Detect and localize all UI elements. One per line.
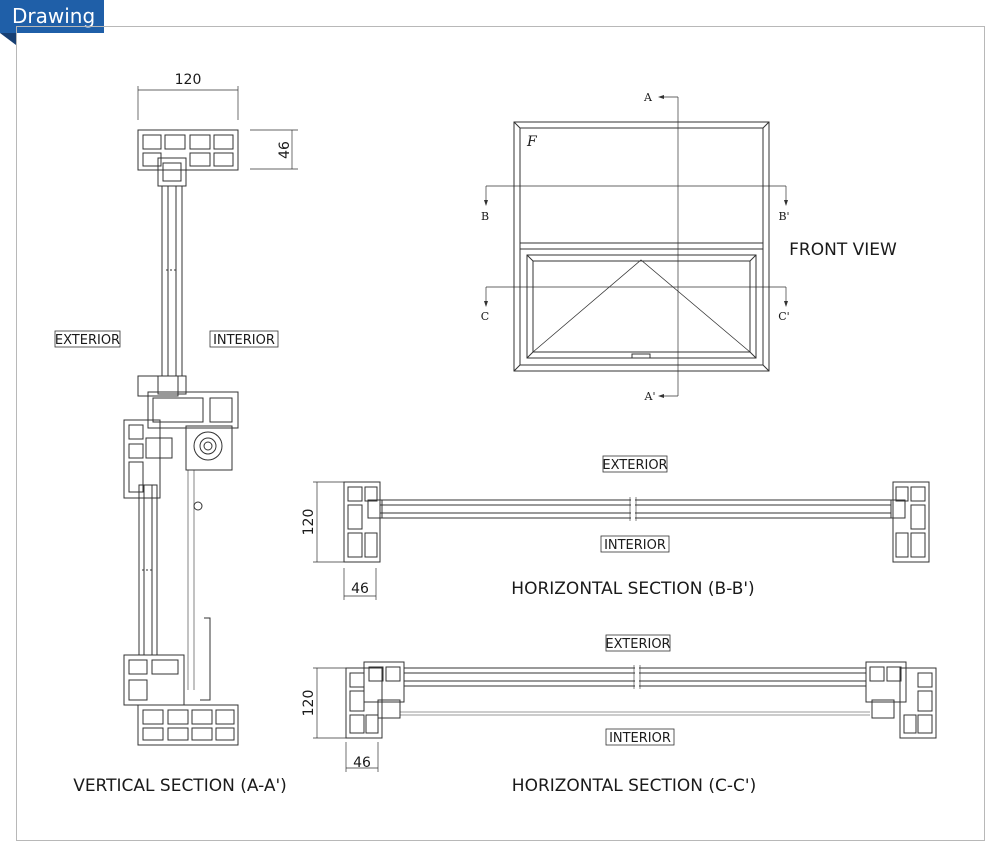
hsc-dim-height: 120 — [301, 690, 317, 717]
marker-a: A — [643, 91, 653, 104]
marker-a-prime: A' — [644, 390, 656, 403]
marker-f: F — [526, 134, 538, 150]
vs-dim-width: 120 — [175, 72, 202, 88]
tab-notch — [0, 33, 16, 45]
marker-c-prime: C' — [778, 310, 789, 323]
horizontal-section-c: EXTERIOR 120 46 — [301, 634, 937, 796]
hsc-dim-width: 46 — [353, 755, 371, 771]
marker-b-prime: B' — [778, 210, 789, 223]
fv-caption: FRONT VIEW — [789, 240, 897, 260]
hsb-dim-width: 46 — [351, 581, 369, 597]
hsb-caption: HORIZONTAL SECTION (B-B') — [511, 579, 754, 599]
hsc-caption: HORIZONTAL SECTION (C-C') — [512, 776, 756, 796]
vs-caption: VERTICAL SECTION (A-A') — [73, 776, 287, 796]
horizontal-section-b: EXTERIOR 120 46 INTERIOR H — [301, 455, 930, 600]
vertical-section: 120 46 — [54, 72, 298, 796]
drawing-frame — [16, 26, 985, 841]
drawing-tab[interactable]: Drawing — [0, 0, 104, 33]
hsc-exterior-label: EXTERIOR — [605, 637, 670, 652]
hsb-dim-height: 120 — [301, 509, 317, 536]
drawing-tab-label: Drawing — [12, 4, 96, 28]
vs-dim-height: 46 — [277, 141, 293, 159]
vs-interior-label: INTERIOR — [213, 333, 275, 348]
vs-exterior-label: EXTERIOR — [55, 333, 120, 348]
hsb-interior-label: INTERIOR — [604, 538, 666, 553]
marker-b: B — [481, 210, 489, 223]
marker-c: C — [481, 310, 489, 323]
hsc-interior-label: INTERIOR — [609, 731, 671, 746]
hsb-exterior-label: EXTERIOR — [602, 458, 667, 473]
front-view: A A' B B' C C' F FRONT VIEW — [481, 91, 897, 403]
